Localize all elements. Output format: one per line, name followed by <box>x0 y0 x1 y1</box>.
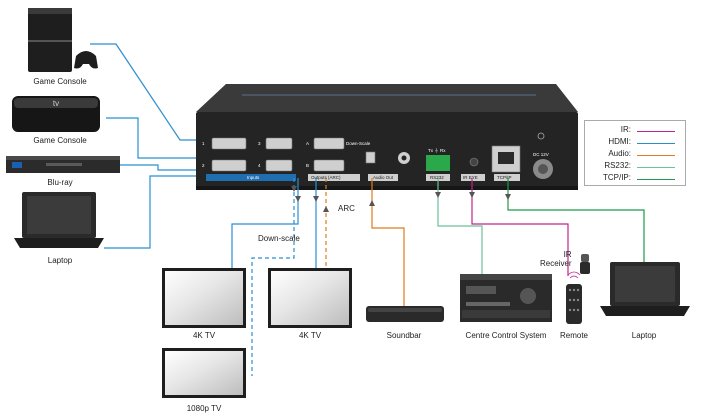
1080p-tv-label: 1080p TV <box>186 404 222 413</box>
rs232-port <box>426 155 450 171</box>
blu-ray-player-icon <box>6 156 120 173</box>
laptop-source-icon <box>14 192 104 248</box>
game-console-1-label: Game Console <box>33 77 87 86</box>
4k-tv-1-label: 4K TV <box>192 331 216 340</box>
soundbar-icon <box>366 306 444 322</box>
down-scale-port-label: Down-Scale <box>346 141 371 146</box>
game-console-1-icon <box>28 8 98 72</box>
out-b-label: B <box>306 163 310 168</box>
4k-tv-2-label: 4K TV <box>298 331 322 340</box>
port-2-label: 2 <box>202 163 205 168</box>
ir-eye-label: IR EYE <box>463 175 478 180</box>
legend: IR: HDMI: Audio: RS232: TCP/IP: <box>584 120 686 186</box>
legend-item-audio: Audio: <box>585 149 685 161</box>
source-hdmi-cables <box>90 43 206 249</box>
soundbar-label: Soundbar <box>386 331 422 340</box>
centre-control-system-icon <box>460 274 552 322</box>
ir-receiver-icon <box>580 254 590 274</box>
port-3-label: 3 <box>258 141 261 146</box>
ir-eye-label-band <box>461 174 485 181</box>
port-1-label: 1 <box>202 141 205 146</box>
game-console-2-label: Game Console <box>33 136 87 145</box>
optical-audio-port <box>365 151 376 164</box>
1080p-tv-icon <box>162 348 246 398</box>
hdmi-output-ports <box>313 137 345 172</box>
ir-receiver-label: IR Receiver <box>540 250 572 268</box>
4k-tv-2-icon <box>268 268 352 328</box>
tcpip-label-band <box>494 174 520 181</box>
legend-swatch <box>637 131 675 132</box>
laptop-sink-label: Laptop <box>631 331 657 340</box>
inputs-label: Inputs <box>247 175 260 180</box>
out-a-label: A <box>306 141 310 146</box>
legend-swatch <box>637 167 675 168</box>
audio-out-label: Audio Out <box>373 175 394 180</box>
legend-swatch <box>637 155 675 156</box>
svg-text:tv: tv <box>53 99 59 108</box>
outputs-label-band <box>308 174 360 181</box>
hdmi-input-ports <box>211 137 293 172</box>
txrx-label: Tx ⏚ Rx <box>428 148 446 153</box>
audio-out-label-band <box>368 174 398 181</box>
remote-label: Remote <box>559 331 589 340</box>
centre-control-system-label: Centre Control System <box>465 331 547 340</box>
down-scale-annotation: Down-scale <box>258 234 300 243</box>
laptop-source-label: Laptop <box>47 256 73 265</box>
port-4-label: 4 <box>258 163 261 168</box>
arc-annotation: ARC <box>338 204 355 213</box>
dc-label: DC 12V <box>533 152 549 157</box>
legend-item-hdmi: HDMI: <box>585 137 685 149</box>
ir-eye-port <box>469 157 479 167</box>
tcpip-label: TCP/IP <box>497 175 512 180</box>
game-console-2-icon: tv <box>12 96 100 132</box>
inputs-label-band <box>206 174 296 181</box>
4k-tv-1-icon <box>162 268 246 328</box>
legend-item-rs232: RS232: <box>585 161 685 173</box>
ethernet-port <box>491 145 521 173</box>
remote-icon <box>566 271 582 324</box>
blu-ray-label: Blu-ray <box>47 178 73 187</box>
rs232-label: RS232 <box>430 175 444 180</box>
rs232-label-band <box>426 174 450 181</box>
laptop-sink-icon <box>600 262 690 316</box>
legend-item-tcpip: TCP/IP: <box>585 173 685 185</box>
legend-swatch <box>637 143 675 144</box>
legend-swatch <box>637 179 675 180</box>
outputs-label: Outputs (ARC) <box>311 175 341 180</box>
legend-item-ir: IR: <box>585 125 685 137</box>
